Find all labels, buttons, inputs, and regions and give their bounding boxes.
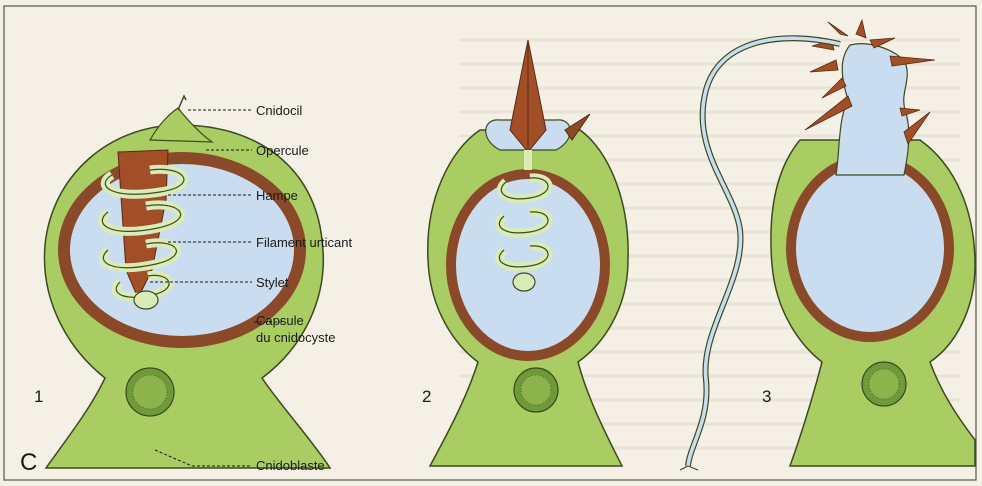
number-3: 3 xyxy=(762,387,771,406)
label-opercule: Opercule xyxy=(256,143,309,158)
cell-1-nucleus-inner xyxy=(133,375,167,409)
number-1: 1 xyxy=(34,387,43,406)
cell-2-nucleus-inner xyxy=(521,375,551,405)
label-stylet: Stylet xyxy=(256,275,289,290)
label-cnidocil: Cnidocil xyxy=(256,103,302,118)
label-cnidoblaste: Cnidoblaste xyxy=(256,458,325,473)
number-2: 2 xyxy=(422,387,431,406)
panel-letter: C xyxy=(20,449,37,476)
label-capsule-line2: du cnidocyste xyxy=(256,330,336,345)
label-capsule-line1: Capsule xyxy=(256,313,304,328)
label-hampe: Hampe xyxy=(256,188,298,203)
cell-3-capsule-fluid xyxy=(796,164,944,332)
cell-3-nucleus-inner xyxy=(869,369,899,399)
label-filament: Filament urticant xyxy=(256,235,352,250)
